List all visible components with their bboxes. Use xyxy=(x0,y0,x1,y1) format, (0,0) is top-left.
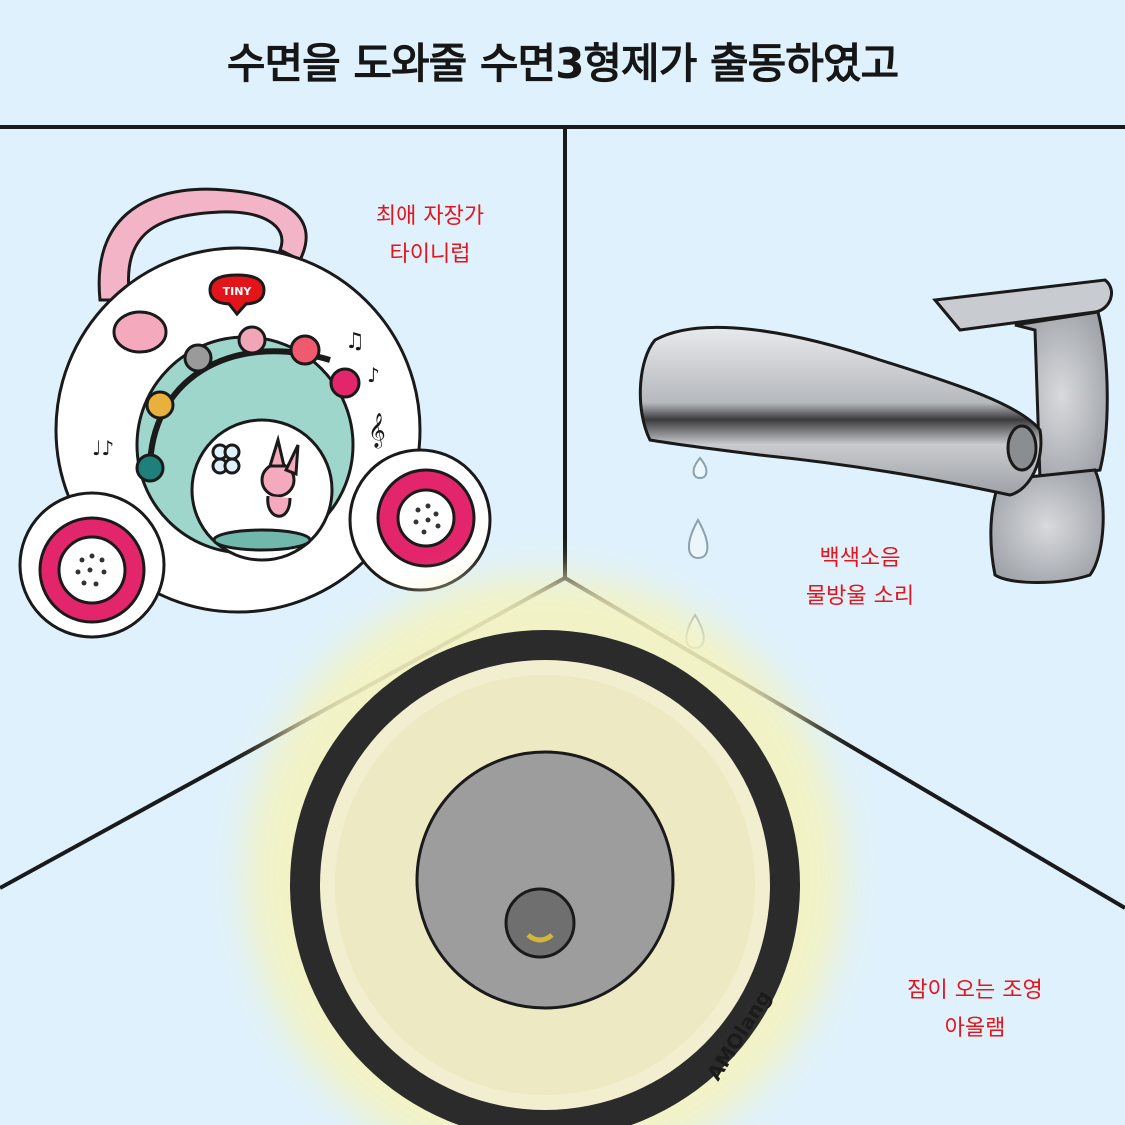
caption-line: 잠이 오는 조영 xyxy=(907,978,1043,1003)
svg-text:♪: ♪ xyxy=(367,363,380,387)
faucet-illustration xyxy=(638,278,1113,584)
caption-sleep-lamp: 잠이 오는 조영 아올램 xyxy=(870,972,1080,1048)
caption-line: 물방울 소리 xyxy=(805,584,915,609)
page-title: 수면을 도와줄 수면3형제가 출동하였고 xyxy=(226,39,899,88)
caption-line: 타이니럽 xyxy=(389,242,471,267)
lamp-illustration xyxy=(245,575,845,1125)
caption-line: 아올램 xyxy=(944,1016,1006,1041)
caption-line: 최애 자장가 xyxy=(375,204,485,229)
toy-badge-text: TINY xyxy=(223,285,253,298)
caption-white-noise: 백색소음 물방울 소리 xyxy=(760,540,960,616)
caption-line: 백색소음 xyxy=(819,546,901,571)
caption-tiny-love: 최애 자장가 타이니럽 xyxy=(330,198,530,274)
tiny-love-toy-illustration: ♫ ♪ 𝄞 ♩♪ xyxy=(18,187,492,639)
svg-text:𝄞: 𝄞 xyxy=(368,413,386,449)
speaker-dots xyxy=(75,503,441,587)
svg-text:♫: ♫ xyxy=(345,329,365,354)
svg-text:♩♪: ♩♪ xyxy=(92,436,114,460)
